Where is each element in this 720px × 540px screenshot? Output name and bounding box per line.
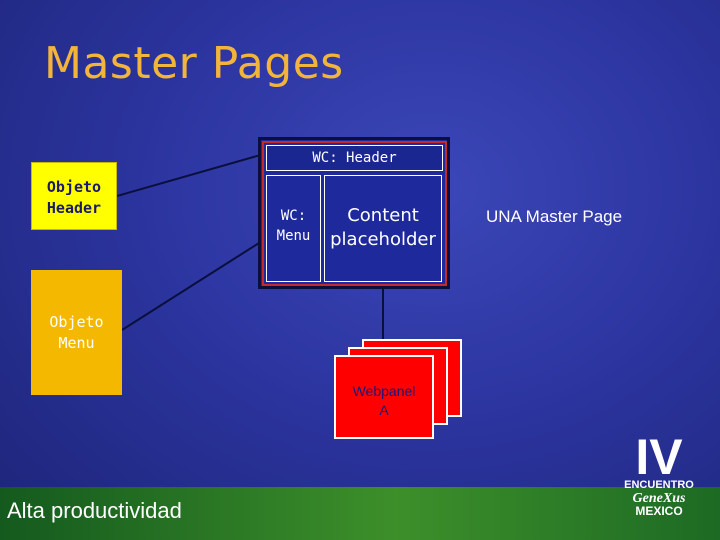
master-page-label: UNA Master Page bbox=[486, 207, 623, 226]
content-placeholder-region: Content placeholder bbox=[324, 175, 442, 282]
header-connector bbox=[116, 147, 286, 197]
logo-numeral: IV bbox=[635, 432, 683, 485]
webpanel-card-front: Webpanel A bbox=[334, 355, 434, 439]
menu-object-box: Objeto Menu bbox=[31, 270, 122, 395]
footer-bar bbox=[0, 487, 720, 540]
wc-header-region: WC: Header bbox=[266, 145, 443, 171]
menu-connector bbox=[121, 235, 271, 331]
wc-menu-region: WC: Menu bbox=[266, 175, 321, 282]
logo-line3: MEXICO bbox=[635, 504, 682, 518]
master-page-border bbox=[262, 141, 447, 286]
logo-line1: ENCUENTRO bbox=[624, 479, 694, 491]
page-title: Master Pages bbox=[44, 38, 344, 89]
encuentro-genexus-logo: IV ENCUENTRO GeneXus MEXICO bbox=[624, 432, 694, 518]
logo-line2: GeneXus bbox=[633, 491, 686, 506]
footer-text: Alta productividad bbox=[7, 498, 182, 523]
header-object-box: Objeto Header bbox=[31, 162, 117, 230]
